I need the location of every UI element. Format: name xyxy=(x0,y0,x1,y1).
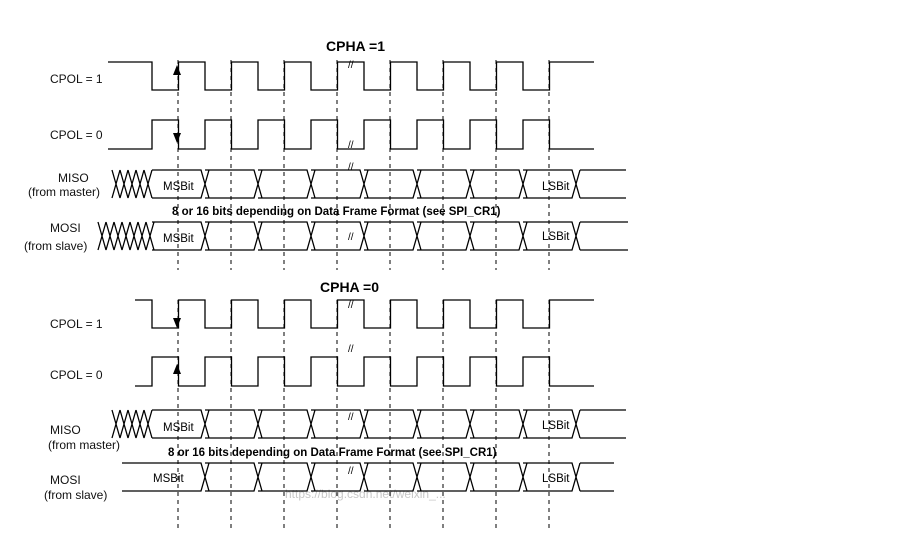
mosi-data-cpha0 xyxy=(122,462,614,492)
label-mosi-sub-a: (from slave) xyxy=(24,239,87,253)
note-a: 8 or 16 bits depending on Data Frame For… xyxy=(172,206,501,218)
break-mark-4: // xyxy=(348,300,354,311)
mosi-lsbit-a: LSBit xyxy=(542,231,570,243)
miso-msbit-a: MSBit xyxy=(163,181,194,193)
mosi-data-cpha1-undefined-hatch xyxy=(97,221,155,251)
miso-data-cpha0 xyxy=(152,409,626,439)
note-b: 8 or 16 bits depending on Data Frame For… xyxy=(168,447,497,459)
label-miso-sub-b: (from master) xyxy=(48,438,120,452)
miso-lsbit-a: LSBit xyxy=(542,181,570,193)
label-mosi-a: MOSI xyxy=(50,221,81,235)
break-mark-7: // xyxy=(348,466,354,477)
title-cpha0: CPHA =0 xyxy=(320,279,379,295)
label-cpol1-a: CPOL = 1 xyxy=(50,72,103,86)
arrow-up-cpha1 xyxy=(173,65,181,75)
miso-data-cpha0-undefined-hatch xyxy=(111,409,153,439)
title-cpha1: CPHA =1 xyxy=(326,38,385,54)
label-mosi-sub-b: (from slave) xyxy=(44,488,107,502)
label-cpol0-b: CPOL = 0 xyxy=(50,368,103,382)
label-mosi-b: MOSI xyxy=(50,473,81,487)
mosi-msbit-a: MSBit xyxy=(163,233,194,245)
miso-msbit-b: MSBit xyxy=(163,422,194,434)
miso-data-cpha1-undefined-hatch xyxy=(111,169,153,199)
label-miso-a: MISO xyxy=(58,171,89,185)
miso-lsbit-b: LSBit xyxy=(542,420,570,432)
break-mark-1: // xyxy=(348,140,354,151)
break-mark-0: // xyxy=(348,60,354,71)
label-miso-b: MISO xyxy=(50,423,81,437)
arrow-down-cpha1 xyxy=(173,133,181,143)
label-cpol1-b: CPOL = 1 xyxy=(50,317,103,331)
clock-cpol1-cpha0 xyxy=(135,299,594,329)
miso-data-cpha1 xyxy=(152,169,626,199)
mosi-lsbit-b: LSBit xyxy=(542,473,570,485)
label-miso-sub-a: (from master) xyxy=(28,185,100,199)
watermark: https://blog.csdn.net/weixin_... xyxy=(285,487,446,501)
clock-cpol0-cpha0 xyxy=(135,356,594,387)
break-mark-3: // xyxy=(348,232,354,243)
arrow-up-cpha0 xyxy=(173,364,181,374)
arrow-down-cpha0 xyxy=(173,318,181,328)
break-mark-6: // xyxy=(348,412,354,423)
label-cpol0-a: CPOL = 0 xyxy=(50,128,103,142)
mosi-msbit-b: MSBit xyxy=(153,473,184,485)
waveform-group: // // // // // // // // xyxy=(97,60,628,530)
mosi-data-cpha1 xyxy=(152,221,628,251)
break-mark-2: // xyxy=(348,162,354,173)
break-mark-5: // xyxy=(348,344,354,355)
